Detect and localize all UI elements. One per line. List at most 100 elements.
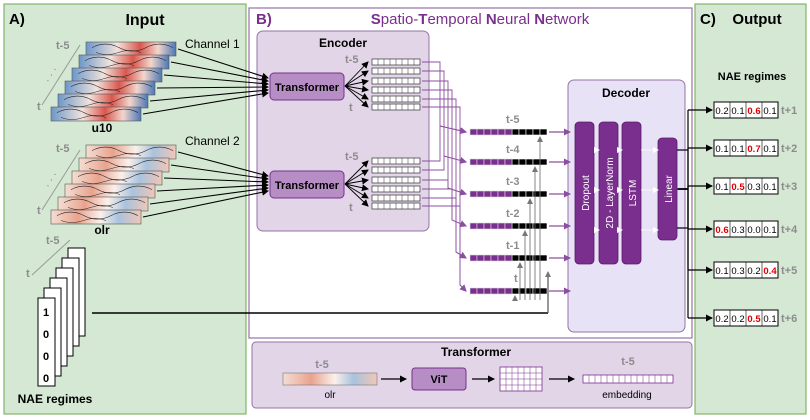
encoder-embedding [371, 95, 421, 103]
embedding-arrow [344, 70, 369, 87]
stnn-title-part: eural [497, 11, 535, 28]
contour-line [60, 115, 107, 120]
vit-label: ViT [431, 374, 448, 386]
olr-frame [78, 157, 170, 173]
input-arrow [170, 164, 269, 182]
lead-time-label: t+3 [781, 181, 797, 193]
input-arrow [142, 90, 269, 115]
encoder-transformer-2 [269, 170, 345, 199]
olr-frame [57, 196, 149, 212]
encoder-to-sequence-arrow [422, 155, 467, 171]
input-arrow [149, 87, 269, 102]
encoder-embedding [371, 194, 421, 202]
regime-probability: 0.2 [747, 266, 760, 277]
regime-probability: 0.1 [763, 314, 776, 325]
encoder-embedding [371, 157, 421, 165]
embedding-arrow [344, 183, 369, 192]
regime-probability: 0.1 [763, 144, 776, 155]
stnn-title-part: patio- [381, 11, 419, 28]
input-arrow [177, 48, 269, 80]
decoder-layer-label: LSTM [628, 180, 639, 207]
encoder-embedding [371, 202, 421, 210]
olr-frame [85, 144, 177, 160]
contour-line [67, 205, 114, 210]
stnn-title-part: S [371, 11, 381, 28]
regime-probability: 0.6 [747, 106, 760, 117]
time-step-label: t-4 [506, 144, 520, 156]
encoder-embedding [371, 166, 421, 174]
regime-probability: 0.5 [731, 182, 745, 193]
decoder-layer-label: Dropout [581, 175, 592, 211]
input-panel-title: Input [125, 12, 165, 29]
vit-box [411, 367, 467, 391]
nae-regime-value: 1 [43, 307, 49, 319]
nae-regimes-input-label: NAE regimes [18, 392, 93, 406]
regime-probability: 0.3 [731, 266, 744, 277]
encoder-t-2: t [349, 202, 353, 214]
time-step-sequence [469, 254, 548, 262]
regime-probability: 0.7 [747, 144, 760, 155]
encoder-to-sequence-arrow [422, 188, 467, 227]
detail-embedding-vector [582, 374, 674, 384]
input-arrow [156, 181, 269, 192]
embedding-arrow [344, 85, 369, 93]
u10-frame [64, 80, 156, 96]
input-arrow [170, 61, 269, 84]
embedding-arrow [344, 61, 369, 87]
decoder-layer-linear: Linear [657, 137, 678, 241]
time-step-label: t-3 [506, 176, 519, 188]
u10-frame [78, 54, 170, 70]
time-step-label: t-1 [506, 240, 519, 252]
regime-probability: 0.2 [715, 106, 728, 117]
lead-time-label: t+1 [781, 105, 797, 117]
regime-probability: 0.1 [731, 144, 744, 155]
decoder-title: Decoder [602, 86, 650, 100]
input-arrow [163, 74, 269, 87]
encoder-to-sequence-arrow [422, 125, 467, 162]
olr-t-label: t [37, 205, 41, 217]
contour-line [91, 43, 174, 52]
contour-line [81, 76, 128, 81]
contour-line [74, 89, 121, 94]
decoder-layer-dropout: Dropout [574, 121, 595, 265]
input-panel-letter: A) [9, 11, 25, 28]
regime-probability: 0.1 [715, 266, 728, 277]
encoder-t-minus-2: t-5 [345, 151, 358, 163]
transformer-detail-olr-frame [282, 372, 378, 386]
time-step-label: t [514, 273, 518, 285]
regime-probability: 0.0 [747, 225, 760, 236]
decoder-layer-label: Linear [664, 174, 675, 202]
encoder-to-sequence-arrow [422, 179, 467, 196]
encoder-embedding [371, 77, 421, 85]
channel-2-label: Channel 2 [185, 134, 240, 148]
time-step-sequence [469, 222, 548, 230]
regime-probability: 0.2 [731, 314, 744, 325]
stnn-title-part: T [418, 11, 427, 28]
lead-time-label: t+4 [781, 224, 798, 236]
contour-line [88, 63, 135, 68]
contour-line [63, 198, 146, 207]
nae-t-minus-label: t-5 [46, 235, 59, 247]
contour-line [84, 159, 167, 168]
encoder-transformer-1 [269, 72, 345, 101]
time-step-sequence [469, 190, 548, 198]
transformer-detail-title: Transformer [441, 345, 511, 359]
contour-line [60, 218, 107, 223]
olr-frame [64, 183, 156, 199]
contour-line [74, 192, 121, 197]
u10-frame [57, 93, 149, 109]
lead-time-label: t+5 [781, 265, 797, 277]
time-step-sequence [469, 158, 548, 166]
output-panel-letter: C) [700, 11, 716, 28]
nae-regime-value: 0 [43, 329, 49, 341]
stnn-title-part: etwork [545, 11, 590, 28]
stnn-panel-title: Spatio-Temporal Neural Network [371, 11, 590, 28]
embedding-label: embedding [602, 390, 651, 401]
time-step-sequence [469, 287, 548, 295]
nae-regime-card [37, 297, 56, 387]
input-arrow [177, 151, 269, 178]
transformer-detail-panel [251, 341, 693, 409]
